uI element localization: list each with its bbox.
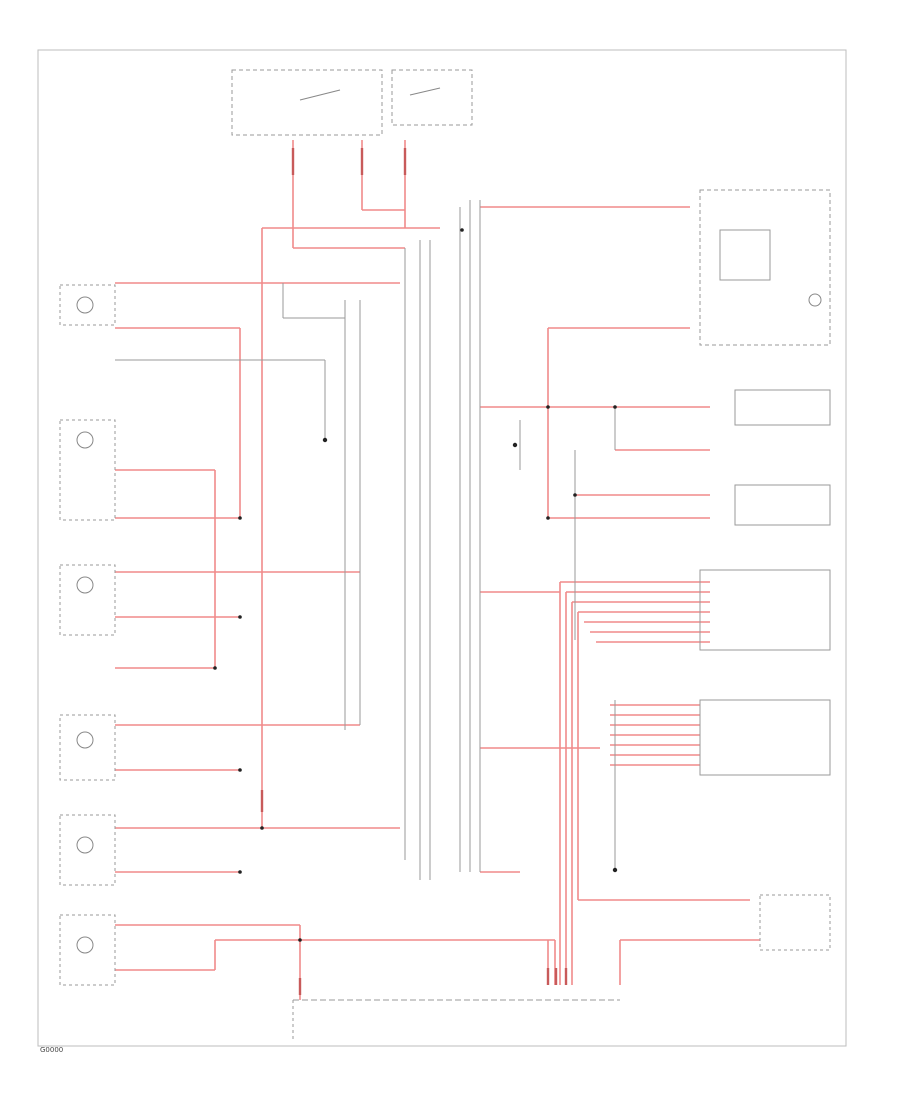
switch-symbols bbox=[76, 87, 822, 954]
connector-segments bbox=[260, 148, 568, 995]
splice-points bbox=[213, 228, 618, 942]
ground-circuits bbox=[59, 69, 831, 1040]
diagram-border bbox=[37, 49, 847, 1047]
diagram-footer-code: G0000 bbox=[40, 1046, 63, 1054]
wire-harness bbox=[115, 140, 760, 1000]
